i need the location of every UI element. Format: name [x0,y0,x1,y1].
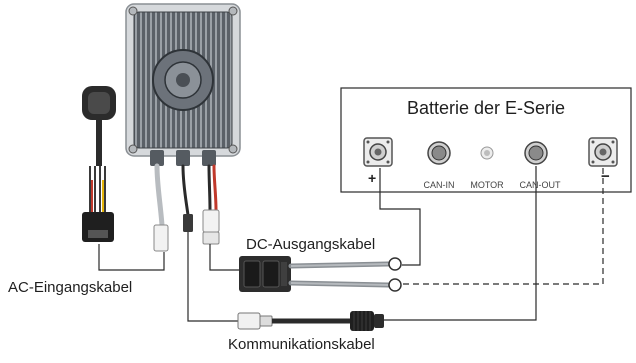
battery-can-in-port [427,141,451,165]
can-in-label: CAN-IN [423,180,455,190]
plus-line [379,168,421,266]
battery-title: Batterie der E-Serie [406,98,566,118]
minus-line [400,168,604,285]
ac-cable-label: AC-Eingangskabel [8,279,133,296]
can-out-label: CAN-OUT [519,180,561,190]
dc-output-cable [239,256,402,292]
comm-charger-line [187,232,238,322]
connection-lines [98,166,604,322]
communication-cable [237,311,384,331]
battery-plus-terminal [363,137,393,167]
battery-can-out-port [524,141,548,165]
dc-cable-label: DC-Ausgangskabel [246,236,376,253]
can-out-line [382,166,537,321]
ac-input-cable [82,86,116,242]
charger-plugs [153,209,220,252]
plus-terminal-label: + [368,170,377,186]
charger-device [125,3,241,166]
charger-cables [154,163,218,228]
battery-minus-terminal [588,137,618,167]
ac-cable-line [98,244,165,271]
dc-label-line [209,244,244,271]
motor-label: MOTOR [470,180,504,190]
battery-motor-port [480,146,494,160]
communication-cable-label: Kommunikationskabel [228,336,375,353]
minus-terminal-label: − [601,168,610,185]
